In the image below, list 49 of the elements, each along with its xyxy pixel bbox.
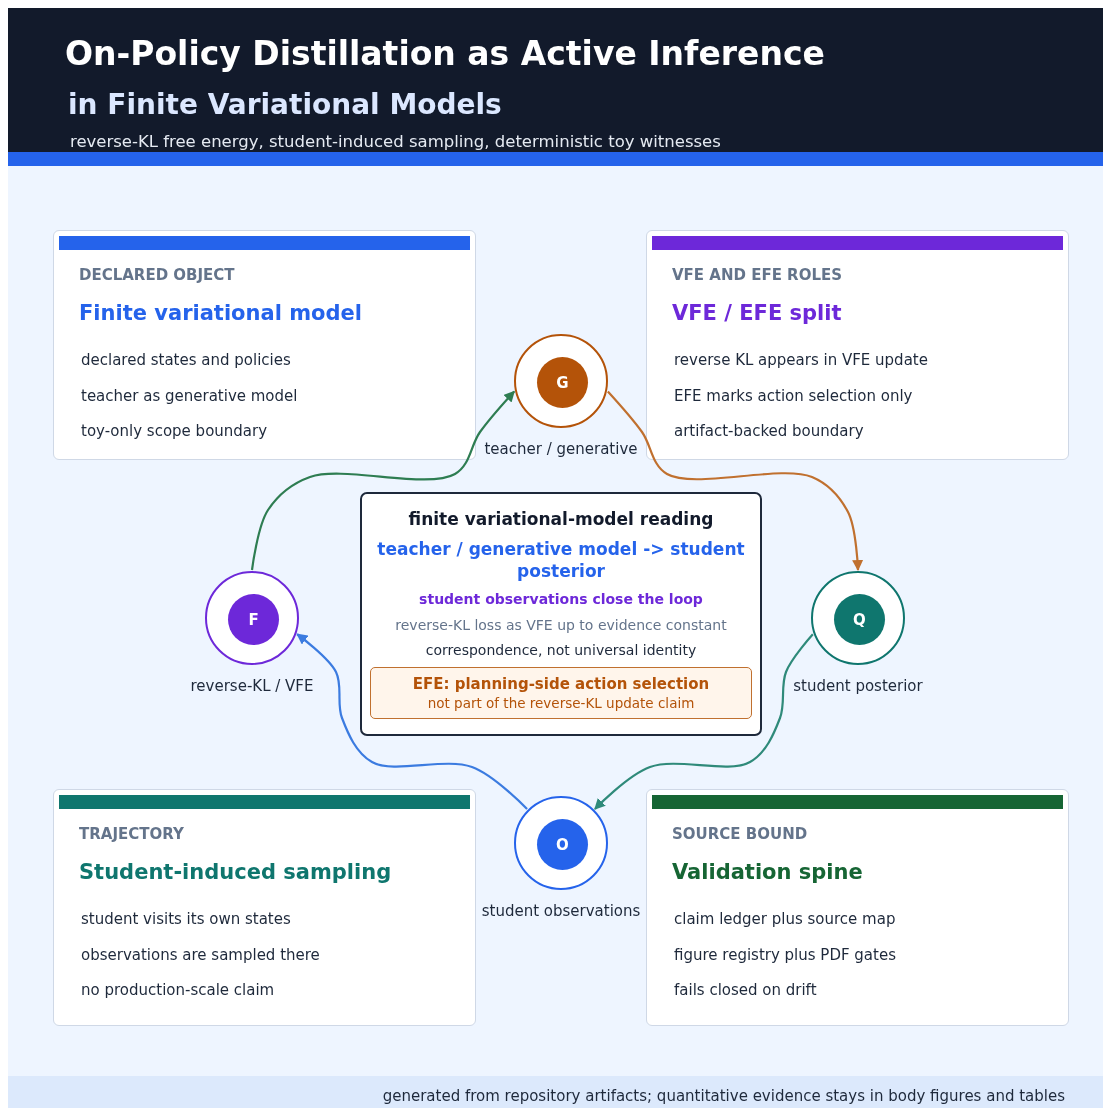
loop-note: student observations close the loop <box>419 590 703 609</box>
card-kicker: TRAJECTORY <box>79 825 184 843</box>
node-letter-dot: F <box>228 594 279 645</box>
node-letter-dot: O <box>537 819 588 870</box>
scope-note: correspondence, not universal identity <box>425 640 697 659</box>
card-item: teacher as generative model <box>81 386 298 405</box>
node-caption: teacher / generative <box>484 440 638 458</box>
card-item: claim ledger plus source map <box>674 910 896 928</box>
arrow <box>250 390 515 571</box>
subtitle: in Finite Variational Models <box>68 88 502 121</box>
card-item: reverse KL appears in VFE update <box>674 351 928 369</box>
mapping-text: teacher / generative model -> student posterior <box>376 538 746 583</box>
node-letter-dot: Q <box>834 594 885 645</box>
card-kicker: SOURCE BOUND <box>672 825 808 843</box>
arrow <box>607 390 864 572</box>
card-kicker: DECLARED OBJECT <box>79 266 235 284</box>
card-item: no production-scale claim <box>81 981 275 999</box>
card-heading: Student-induced sampling <box>79 860 392 884</box>
card-heading: Validation spine <box>672 860 863 884</box>
card-item: observations are sampled there <box>81 945 320 964</box>
loss-note: reverse-KL loss as VFE up to evidence constant <box>395 616 727 635</box>
card-item: declared states and policies <box>81 351 291 369</box>
info-card <box>53 230 476 460</box>
node-caption: reverse-KL / VFE <box>190 677 314 695</box>
node-letter-dot: G <box>537 357 588 408</box>
node-caption: student posterior <box>793 677 923 695</box>
callout-heading: EFE: planning-side action selection <box>411 673 711 695</box>
callout-note: not part of the reverse-KL update claim <box>426 694 696 713</box>
info-card <box>646 230 1069 460</box>
arrow <box>296 633 528 810</box>
card-kicker: VFE AND EFE ROLES <box>672 266 843 284</box>
card-item: fails closed on drift <box>674 981 817 999</box>
tagline: reverse-KL free energy, student-induced sampling, deterministic toy witnesses <box>70 132 721 151</box>
title: On-Policy Distillation as Active Inference <box>65 34 825 73</box>
card-item: artifact-backed boundary <box>674 422 864 440</box>
arrow <box>594 633 814 810</box>
footer-note: generated from repository artifacts; quantitative evidence stays in body figures and tables <box>382 1087 1065 1105</box>
card-item: EFE marks action selection only <box>674 386 913 405</box>
info-card <box>53 789 476 1026</box>
callout-box <box>370 666 752 720</box>
card-heading: Finite variational model <box>79 301 362 325</box>
card-item: toy-only scope boundary <box>81 422 268 440</box>
panel-heading: finite variational-model reading <box>408 508 714 531</box>
node-caption: student observations <box>481 902 641 920</box>
summary-panel <box>360 492 762 736</box>
card-item: student visits its own states <box>81 910 291 928</box>
info-card <box>646 789 1069 1026</box>
card-heading: VFE / EFE split <box>672 301 842 325</box>
card-item: figure registry plus PDF gates <box>674 945 896 964</box>
